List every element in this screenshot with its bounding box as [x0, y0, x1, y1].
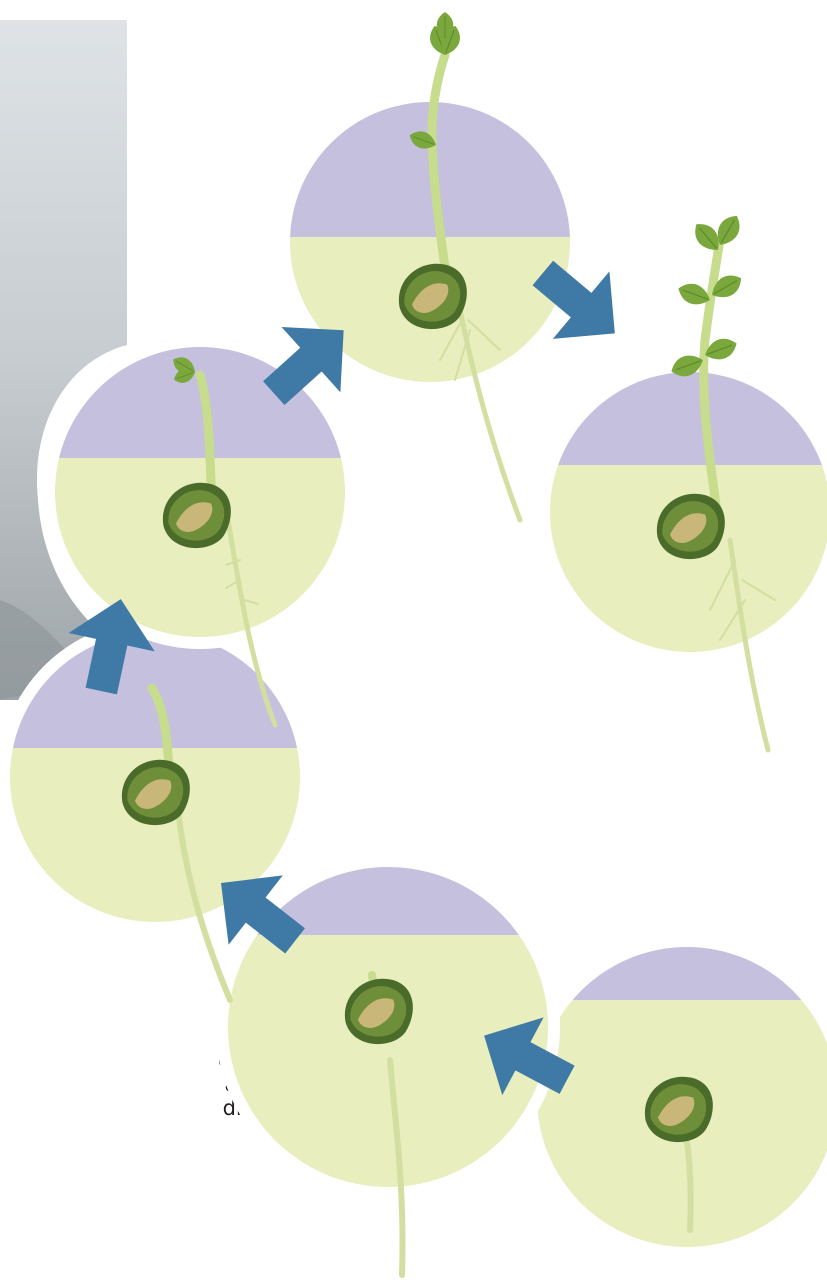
sky-band — [550, 372, 827, 465]
